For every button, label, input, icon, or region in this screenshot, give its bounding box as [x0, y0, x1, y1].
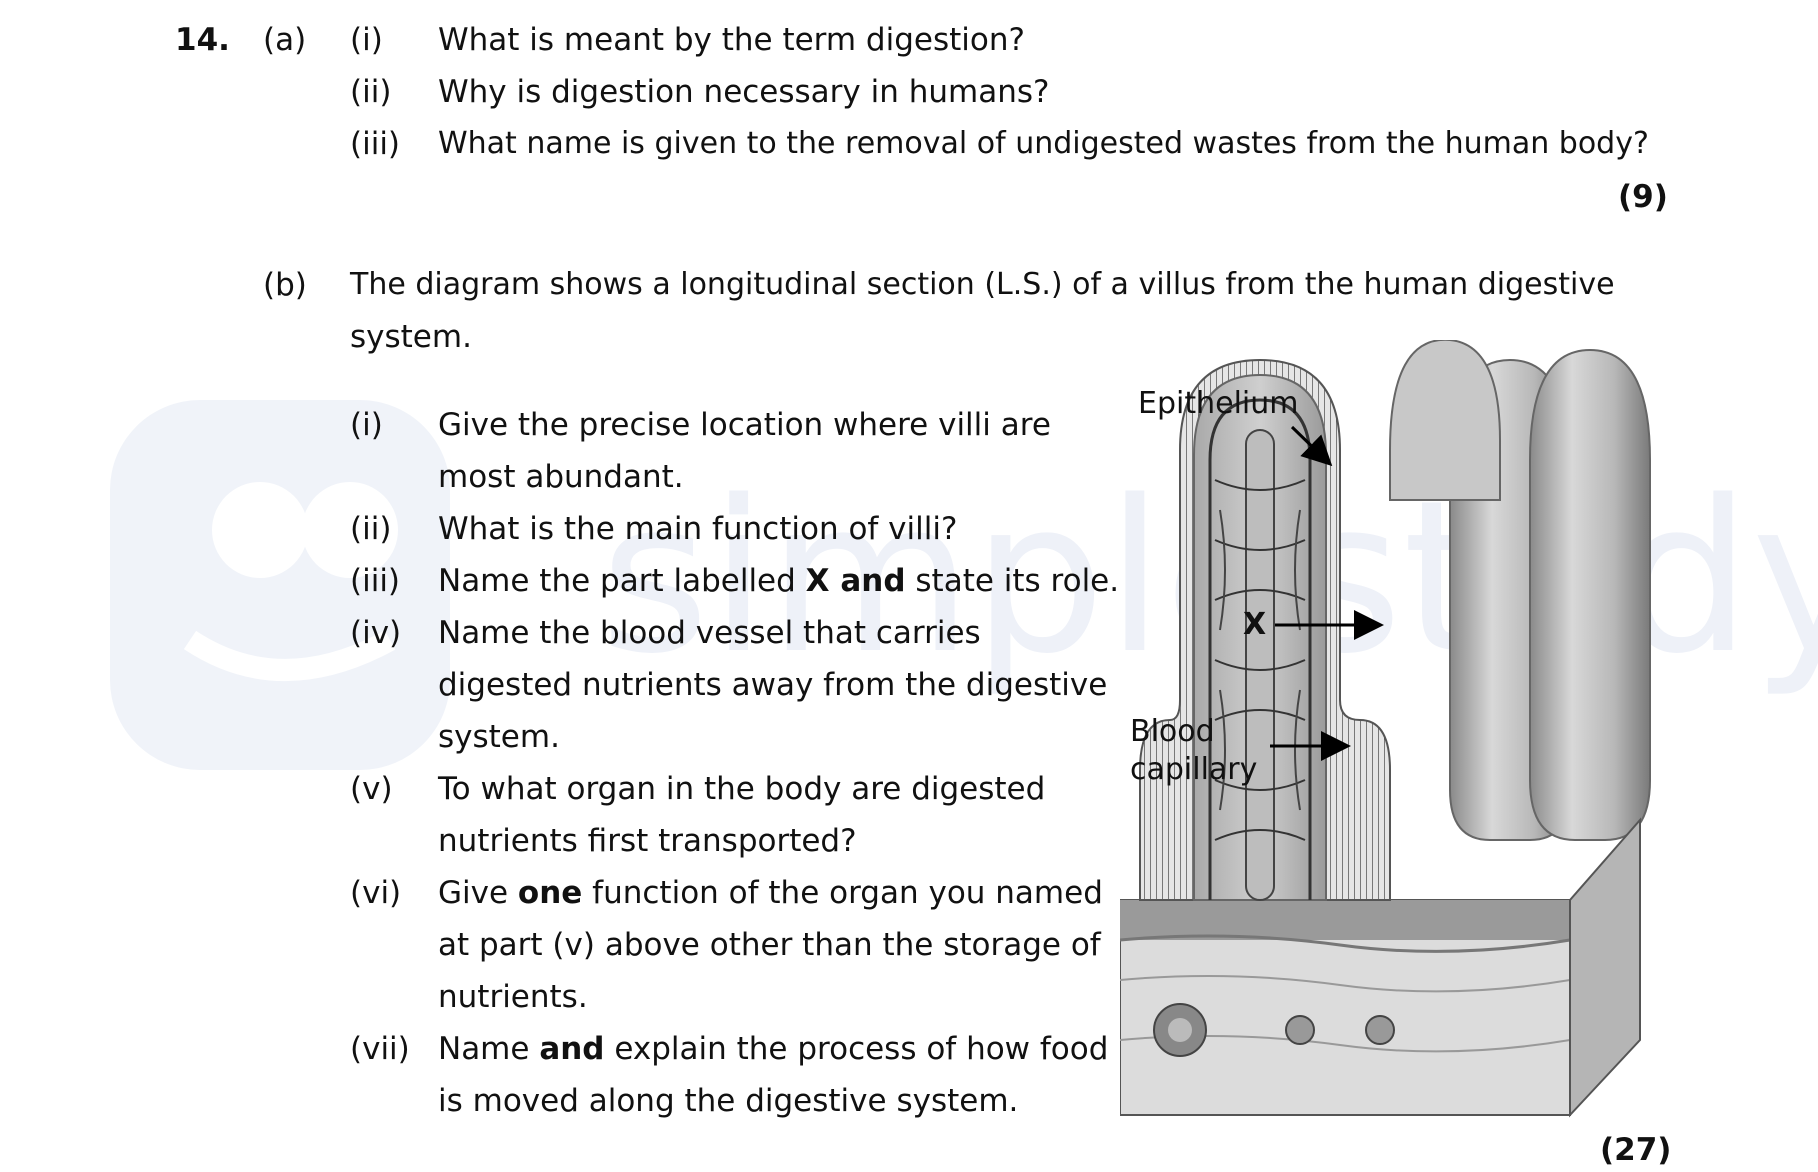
- part-a-ii-text: Why is digestion necessary in humans?: [438, 74, 1050, 110]
- part-b-i-num: (i): [350, 407, 383, 443]
- part-b-vi-pre: Give: [438, 875, 518, 911]
- part-b-marks: (27): [1600, 1132, 1672, 1168]
- epithelium-label: Epithelium: [1138, 386, 1299, 421]
- part-b-ii-num: (ii): [350, 511, 392, 547]
- part-b-v-num: (v): [350, 771, 393, 807]
- part-b-vi-num: (vi): [350, 875, 402, 911]
- part-a-i-text: What is meant by the term digestion?: [438, 22, 1025, 58]
- part-a-label: (a): [263, 22, 307, 58]
- part-a-i-num: (i): [350, 22, 383, 58]
- submucosa-block: [1120, 817, 1641, 1118]
- part-b-vii-line2: is moved along the digestive system.: [438, 1083, 1019, 1119]
- part-b-i-line1: Give the precise location where villi ar…: [438, 407, 1051, 443]
- blood-label: Blood: [1130, 714, 1215, 749]
- part-b-vii-pre: Name: [438, 1031, 540, 1067]
- part-b-vi-line2: at part (v) above other than the storage…: [438, 927, 1101, 963]
- part-b-ii-line1: What is the main function of villi?: [438, 511, 958, 547]
- part-b-iv-num: (iv): [350, 615, 402, 651]
- part-b-i-line2: most abundant.: [438, 459, 684, 495]
- part-b-v-line1: To what organ in the body are digested: [438, 771, 1046, 807]
- part-b-vii-num: (vii): [350, 1031, 410, 1067]
- part-b-v-line2: nutrients first transported?: [438, 823, 857, 859]
- part-b-vi-line1: Give one function of the organ you named: [438, 871, 1103, 915]
- part-b-vi-bold: one: [517, 875, 583, 911]
- capillary-label: capillary: [1130, 752, 1258, 787]
- part-b-iii-num: (iii): [350, 563, 401, 599]
- part-b-vi-line3: nutrients.: [438, 979, 588, 1015]
- part-a-marks: (9): [1618, 179, 1668, 215]
- part-b-intro-line1: The diagram shows a longitudinal section…: [350, 267, 1615, 302]
- part-b-vi-post: function of the organ you named: [582, 875, 1103, 911]
- part-b-iii-bold: X and: [805, 563, 906, 599]
- part-b-iii-pre: Name the part labelled: [438, 563, 806, 599]
- part-b-iv-line3: system.: [438, 719, 560, 755]
- part-a-iii-num: (iii): [350, 126, 401, 162]
- part-b-label: (b): [263, 267, 307, 303]
- main-villus: [1139, 358, 1391, 901]
- part-b-intro-line2: system.: [350, 319, 472, 355]
- x-label: X: [1243, 607, 1267, 642]
- part-b-vii-line1: Name and explain the process of how food: [438, 1027, 1108, 1071]
- question-number: 14.: [175, 22, 230, 58]
- part-b-iv-line1: Name the blood vessel that carries: [438, 615, 981, 651]
- part-b-vii-post: explain the process of how food: [604, 1031, 1109, 1067]
- part-b-vii-bold: and: [539, 1031, 605, 1067]
- part-b-iv-line2: digested nutrients away from the digesti…: [438, 667, 1108, 703]
- villus-diagram: [1120, 340, 1651, 1118]
- back-villi: [1389, 340, 1651, 841]
- part-a-ii-num: (ii): [350, 74, 392, 110]
- part-a-iii-text: What name is given to the removal of und…: [438, 126, 1649, 161]
- part-b-iii-line1: Name the part labelled X and state its r…: [438, 559, 1119, 603]
- part-b-iii-post: state its role.: [905, 563, 1120, 599]
